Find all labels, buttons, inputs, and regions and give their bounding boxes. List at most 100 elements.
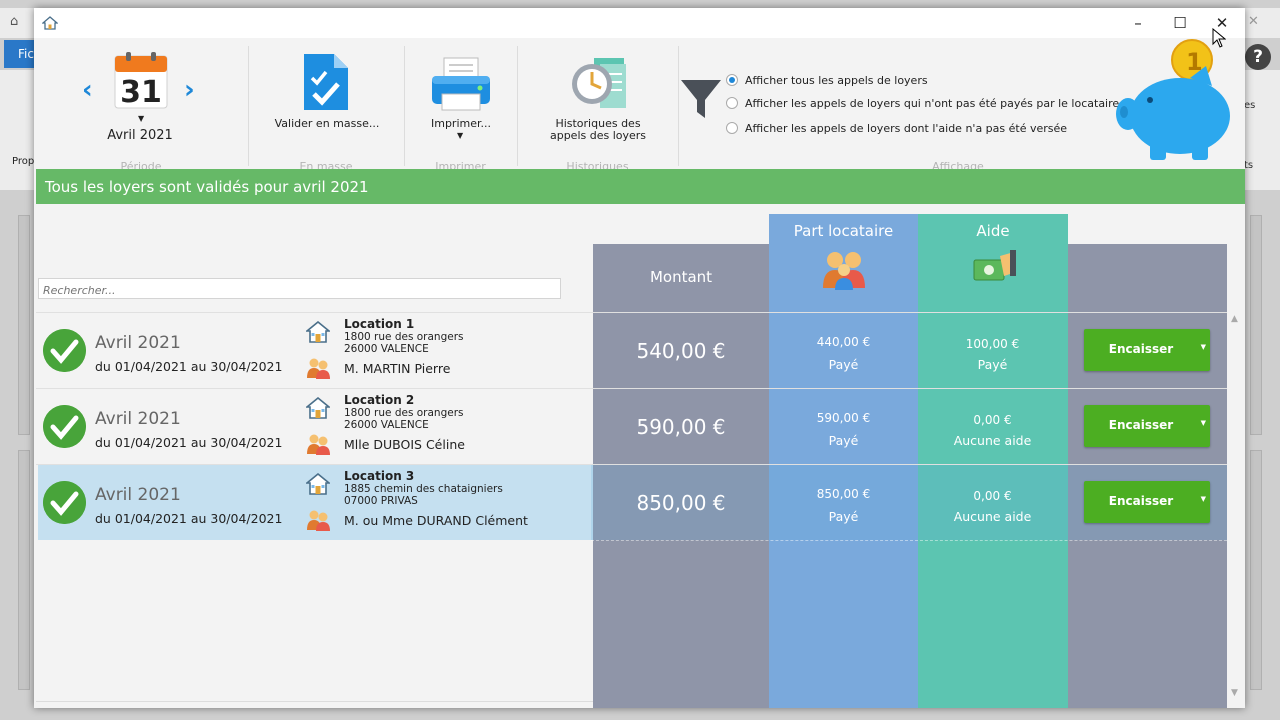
money-hand-icon xyxy=(973,250,1016,281)
printer-icon[interactable] xyxy=(430,56,492,112)
status-banner: Tous les loyers sont validés pour avril … xyxy=(36,169,1245,204)
radio-checked-icon[interactable] xyxy=(726,74,738,86)
row-address-line-2: 26000 VALENCE xyxy=(344,343,429,355)
group-separator xyxy=(248,46,249,166)
filter-option-label: Afficher les appels de loyers qui n'ont … xyxy=(745,96,1120,110)
rent-calls-table: Montant Part locataire Aide Avril 2021 d… xyxy=(36,204,1245,708)
row-month: Avril 2021 xyxy=(95,485,181,505)
check-circle-icon xyxy=(43,405,86,448)
clock-documents-icon[interactable] xyxy=(570,54,630,116)
row-month: Avril 2021 xyxy=(95,333,181,353)
persons-icon xyxy=(307,510,330,531)
filter-option-unpaid-aid[interactable]: Afficher les appels de loyers dont l'aid… xyxy=(726,119,1067,137)
background-file-menu-label: Fic xyxy=(18,47,34,61)
row-address-line-2: 07000 PRIVAS xyxy=(344,495,418,507)
column-header-part-locataire: Part locataire xyxy=(793,222,894,240)
filter-option-label: Afficher tous les appels de loyers xyxy=(745,73,928,87)
background-panel-left xyxy=(18,215,30,435)
background-close-icon: ✕ xyxy=(1248,14,1259,29)
group-separator xyxy=(517,46,518,166)
row-date-range: du 01/04/2021 au 30/04/2021 xyxy=(95,359,283,374)
dialog-titlebar: – ☐ ✕ xyxy=(34,8,1245,38)
encaisser-button[interactable]: Encaisser ▼ xyxy=(1084,405,1210,447)
history-button-line-2[interactable]: appels des loyers xyxy=(549,129,647,142)
print-caret-icon[interactable]: ▼ xyxy=(457,131,464,140)
row-part-status: Payé xyxy=(828,357,859,372)
row-part-value: 850,00 € xyxy=(816,487,871,501)
piggy-bank-icon: 1 xyxy=(1116,39,1230,160)
history-button-line-1[interactable]: Historiques des xyxy=(555,117,641,130)
table-bottom-border xyxy=(36,701,593,702)
background-right-label-2: ts xyxy=(1244,160,1254,171)
row-address-line-1: 1800 rue des orangers xyxy=(344,331,464,343)
period-label: Avril 2021 xyxy=(107,128,173,143)
group-separator xyxy=(404,46,405,166)
encaisser-label: Encaisser xyxy=(1108,342,1174,356)
search-input[interactable] xyxy=(38,278,561,299)
persons-icon xyxy=(307,358,330,379)
row-aide-value: 0,00 € xyxy=(973,413,1012,427)
next-period-button[interactable]: › xyxy=(184,75,195,105)
ribbon: ‹ 31 ▼ › Avril 2021 Période Valider en m… xyxy=(34,38,1245,173)
row-separator xyxy=(591,540,1227,541)
row-amount: 540,00 € xyxy=(636,339,726,363)
row-address-line-2: 26000 VALENCE xyxy=(344,419,429,431)
background-panel-right-lower xyxy=(1250,450,1262,690)
row-address-line-1: 1885 chemin des chataigniers xyxy=(344,483,503,495)
minimize-button[interactable]: – xyxy=(1134,14,1142,32)
row-date-range: du 01/04/2021 au 30/04/2021 xyxy=(95,511,283,526)
scroll-down-icon[interactable]: ▼ xyxy=(1231,688,1238,698)
column-montant xyxy=(593,244,769,708)
row-location: Location 1 xyxy=(344,317,415,331)
row-part-status: Payé xyxy=(828,433,859,448)
rent-calls-dialog: – ☐ ✕ ‹ 31 ▼ › Avril 2021 Période Valide… xyxy=(34,8,1245,708)
table-row[interactable]: Avril 2021 du 01/04/2021 au 30/04/2021 L… xyxy=(36,312,1227,389)
row-aide-value: 0,00 € xyxy=(973,489,1012,503)
row-tenant: M. ou Mme DURAND Clément xyxy=(344,513,528,528)
background-file-menu[interactable]: Fic xyxy=(4,40,38,68)
row-date-range: du 01/04/2021 au 30/04/2021 xyxy=(95,435,283,450)
calendar-icon[interactable] xyxy=(114,52,168,110)
svg-text:1: 1 xyxy=(1186,48,1203,76)
print-button[interactable]: Imprimer... xyxy=(430,117,491,130)
row-aide-status: Aucune aide xyxy=(953,433,1032,448)
filter-option-unpaid-tenant[interactable]: Afficher les appels de loyers qui n'ont … xyxy=(726,94,1119,112)
column-part-locataire xyxy=(769,214,918,708)
row-part-value: 440,00 € xyxy=(816,335,871,349)
maximize-button[interactable]: ☐ xyxy=(1173,14,1187,32)
encaisser-button[interactable]: Encaisser ▼ xyxy=(1084,481,1210,523)
house-icon xyxy=(306,397,330,419)
row-location: Location 3 xyxy=(344,469,415,483)
mouse-cursor-icon xyxy=(1212,28,1226,48)
chevron-down-icon[interactable]: ▼ xyxy=(1200,343,1206,351)
column-actions xyxy=(1068,244,1227,708)
filter-option-all[interactable]: Afficher tous les appels de loyers xyxy=(726,71,928,89)
vertical-scrollbar[interactable]: ▲ ▼ xyxy=(1227,312,1245,702)
table-row-selected[interactable]: Avril 2021 du 01/04/2021 au 30/04/2021 L… xyxy=(36,464,1227,541)
home-icon xyxy=(42,16,58,30)
document-check-icon[interactable] xyxy=(302,52,350,112)
encaisser-button[interactable]: Encaisser ▼ xyxy=(1084,329,1210,371)
row-aide-value: 100,00 € xyxy=(965,337,1020,351)
persons-icon xyxy=(823,252,865,290)
row-aide-status: Aucune aide xyxy=(953,509,1032,524)
row-amount: 590,00 € xyxy=(636,415,726,439)
previous-period-button[interactable]: ‹ xyxy=(82,75,93,105)
background-help-icon[interactable]: ? xyxy=(1245,44,1271,70)
encaisser-label: Encaisser xyxy=(1108,494,1174,508)
row-tenant: M. MARTIN Pierre xyxy=(344,361,451,376)
background-prop-label: Prop xyxy=(12,156,35,167)
close-button[interactable]: ✕ xyxy=(1215,14,1229,32)
table-row[interactable]: Avril 2021 du 01/04/2021 au 30/04/2021 L… xyxy=(36,388,1227,465)
radio-icon[interactable] xyxy=(726,122,738,134)
radio-icon[interactable] xyxy=(726,97,738,109)
house-icon xyxy=(306,321,330,343)
row-month: Avril 2021 xyxy=(95,409,181,429)
chevron-down-icon[interactable]: ▼ xyxy=(1200,495,1206,503)
house-icon xyxy=(306,473,330,495)
chevron-down-icon[interactable]: ▼ xyxy=(1200,419,1206,427)
validate-bulk-button[interactable]: Valider en masse... xyxy=(274,117,380,130)
scroll-up-icon[interactable]: ▲ xyxy=(1231,314,1238,324)
row-amount: 850,00 € xyxy=(636,491,726,515)
calendar-day: 31 xyxy=(120,75,162,110)
